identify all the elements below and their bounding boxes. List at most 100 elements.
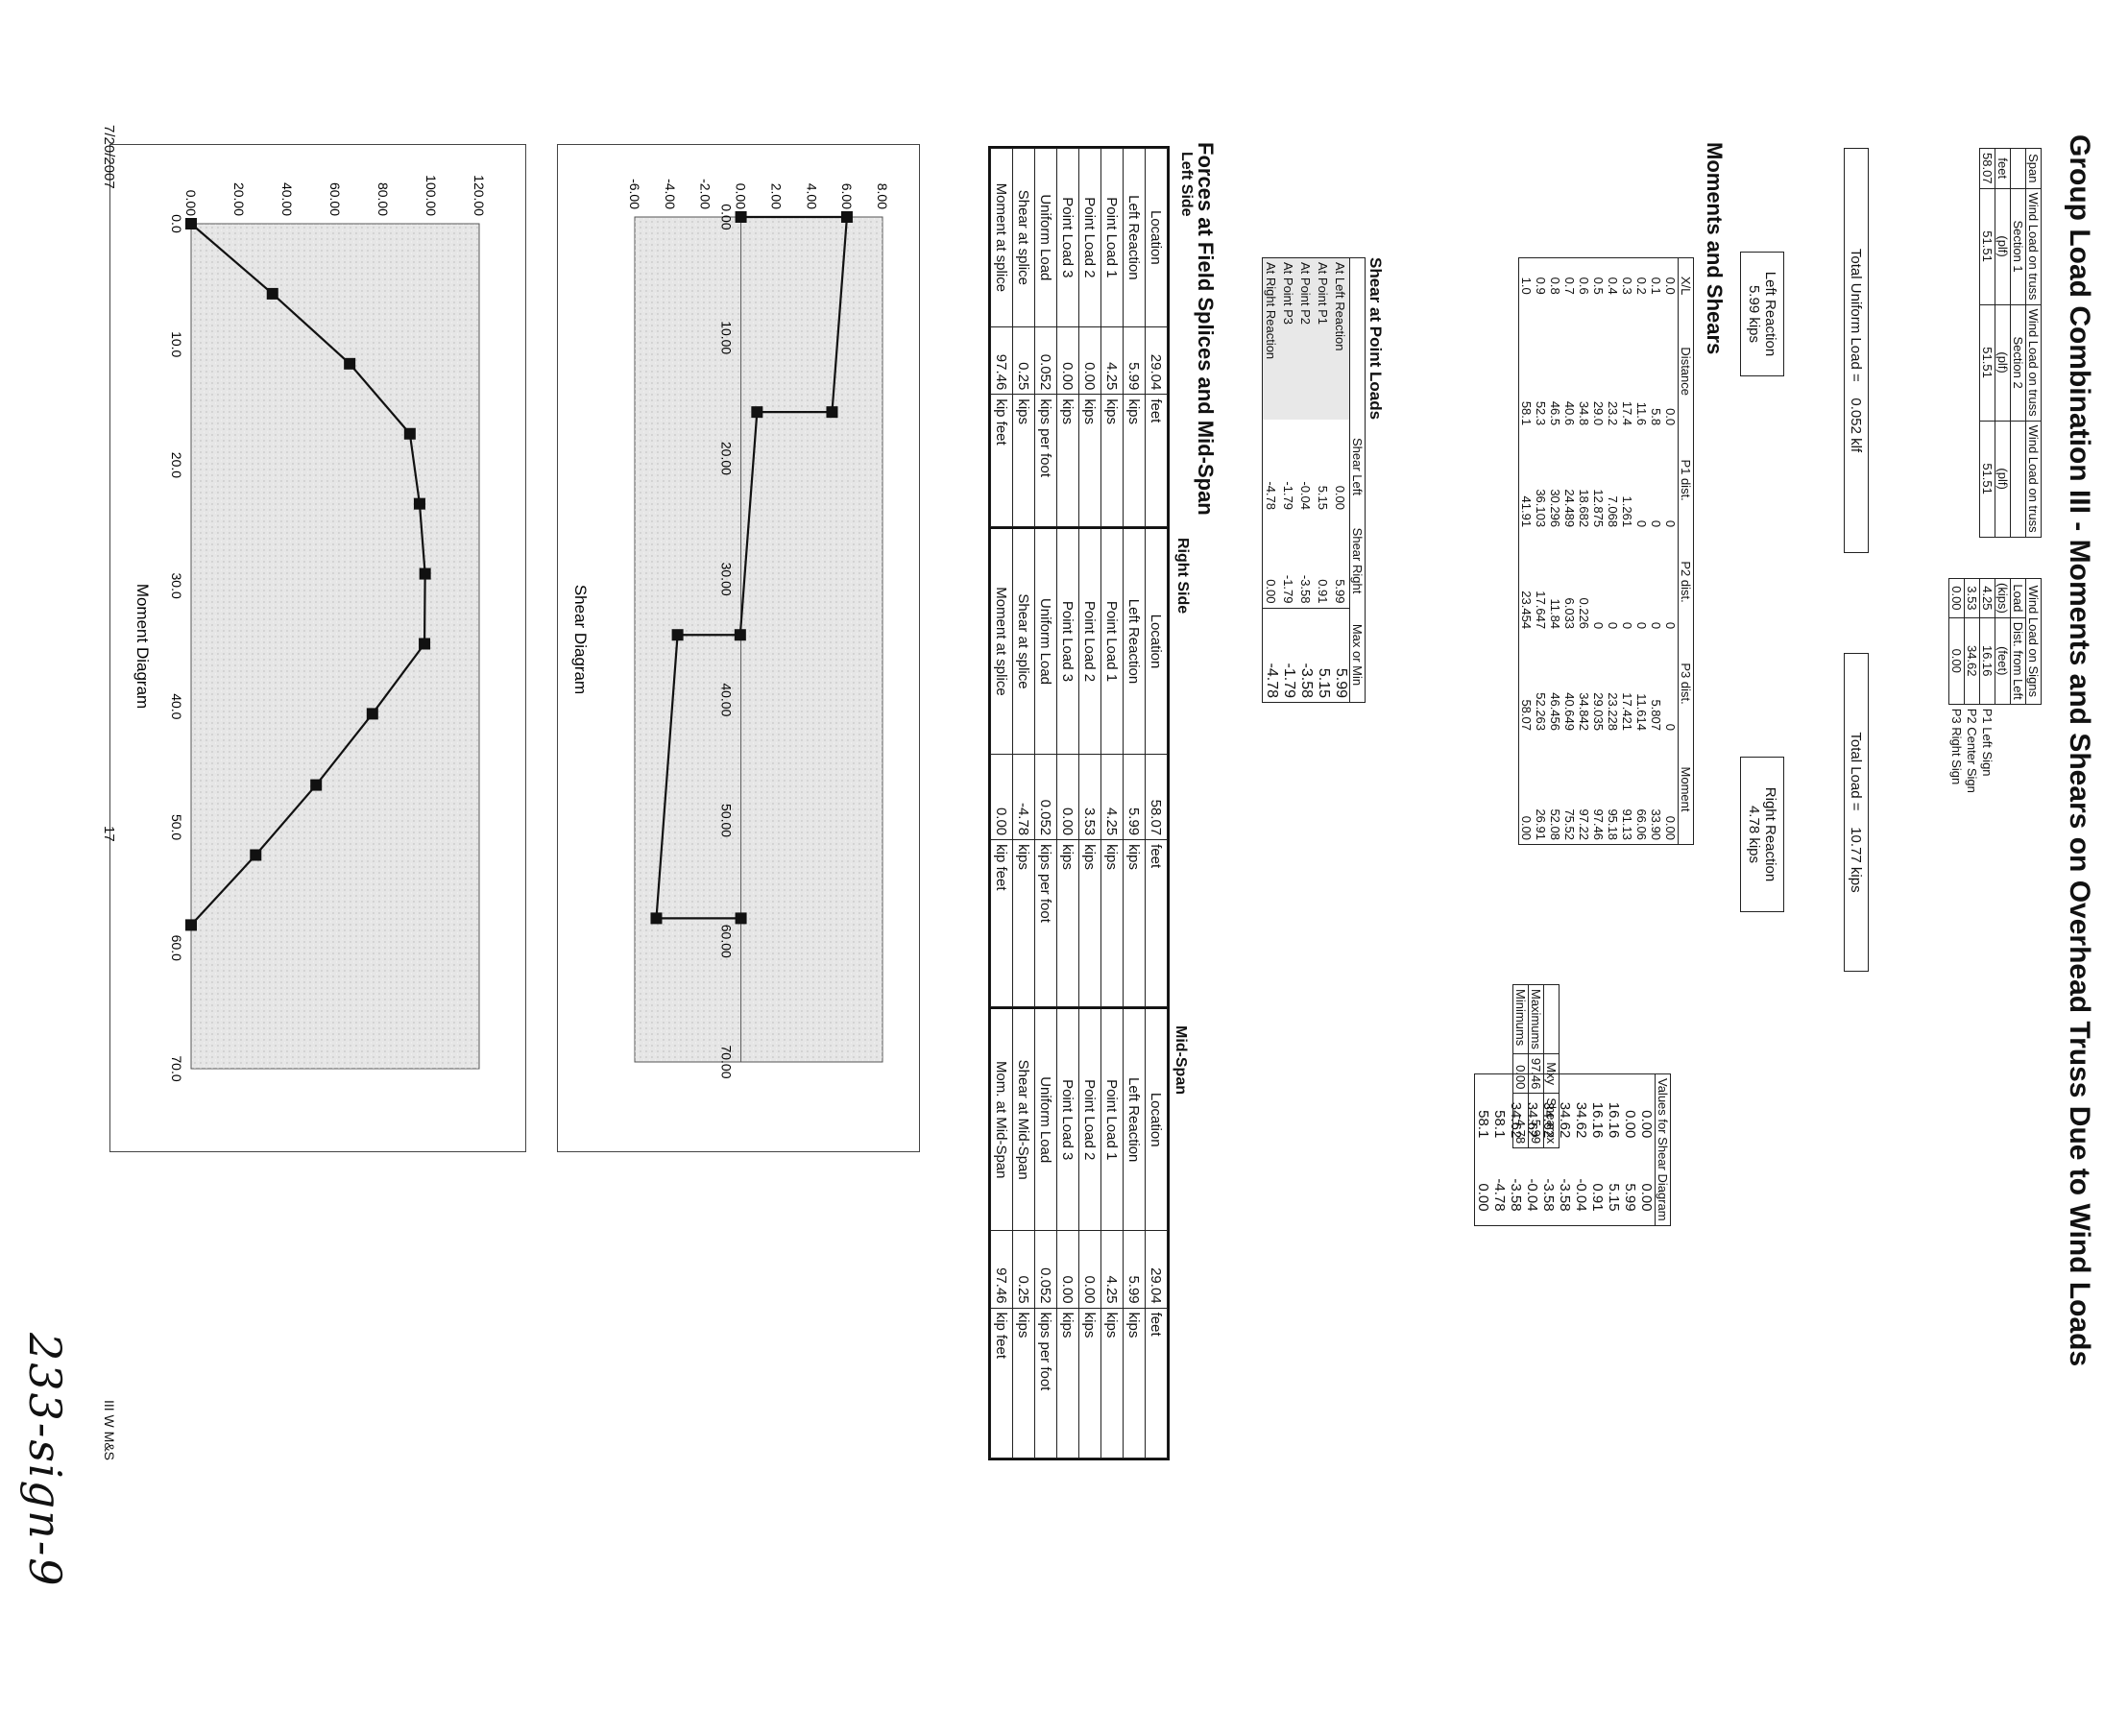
forces-unit: kips <box>1056 839 1079 1007</box>
shear-point-cell: -3.58 <box>1298 574 1314 604</box>
moments-cell: 0.0 <box>1663 408 1678 426</box>
right-reaction-box: Right Reaction 4.78 kips <box>1740 757 1784 912</box>
moments-cell: 0 <box>1591 621 1606 630</box>
moments-cell: 75.52 <box>1562 808 1577 840</box>
forces-value: 5.99 <box>1123 326 1146 395</box>
shear-y-tick: 4.00 <box>804 183 819 209</box>
forces-label: Location <box>1145 1008 1168 1231</box>
moments-cell: 1.261 <box>1620 495 1634 528</box>
shear-x-tick: 40.00 <box>719 683 735 716</box>
moments-header: Distance <box>1678 313 1694 430</box>
shear-point-cell: -3.58 <box>1297 608 1315 703</box>
forces-value: 97.46 <box>990 326 1013 395</box>
span-sub-0 <box>2010 148 2026 189</box>
shear-y-tick: 6.00 <box>839 183 855 209</box>
moments-cell: 33.90 <box>1649 808 1663 840</box>
forces-unit: kips <box>1100 1308 1124 1459</box>
forces-value: 29.04 <box>1145 326 1168 395</box>
shear-x-tick: 30.00 <box>719 563 735 596</box>
forces-value: 0.052 <box>1034 1230 1057 1309</box>
shear-point-cell: -1.79 <box>1281 574 1296 604</box>
moments-cell: 5.807 <box>1649 699 1663 731</box>
moment-x-tick: 50.0 <box>169 814 184 840</box>
shear-x-tick: 20.00 <box>719 442 735 475</box>
page-title: Group Load Combination III - Moments and… <box>2064 134 2095 1367</box>
moments-cell: 0.226 <box>1577 597 1591 630</box>
forces-label: Point Load 1 <box>1100 528 1124 755</box>
shear-point-cell: -0.04 <box>1298 481 1314 510</box>
moment-point <box>310 779 323 791</box>
moment-x-tick: 10.0 <box>169 331 184 357</box>
shear-y-tick: -6.00 <box>627 179 642 209</box>
forces-unit: feet <box>1145 394 1168 527</box>
forces-value: 58.07 <box>1145 754 1168 840</box>
moments-cell: 0.5 <box>1591 277 1606 295</box>
forces-value: 0.00 <box>1056 1230 1079 1309</box>
moment-x-tick: 60.0 <box>169 935 184 961</box>
forces-unit: kip feet <box>990 1308 1013 1459</box>
max-shear: 5.99 <box>1528 1093 1544 1148</box>
maxmin-h2: Shearxx <box>1543 1093 1560 1148</box>
moments-cell: 0 <box>1649 621 1663 630</box>
shear-point-row: At Point P2-0.04-3.58-3.58 <box>1297 257 1315 703</box>
moments-cell: 23.454 <box>1519 591 1534 630</box>
moment-y-tick: 60.00 <box>327 182 343 216</box>
footer-code: III W M&S <box>102 1400 117 1460</box>
moments-cell: 52.263 <box>1534 692 1548 731</box>
shear-point <box>734 629 746 641</box>
shear-point-cell: 0.00 <box>1333 485 1348 510</box>
forces-title: Forces at Field Splices and Mid-Span <box>1194 142 1218 516</box>
forces-unit: kips <box>1012 839 1035 1007</box>
moments-cell: 18.682 <box>1577 489 1591 528</box>
moment-chart-title: Moment Diagram <box>133 584 152 709</box>
sign-p2-label: P2 Center Sign <box>1965 708 1979 793</box>
signs-dist-header: Dist. from Left <box>2010 617 2026 705</box>
moments-cell: 0 <box>1663 723 1678 731</box>
right-side-label: Right Side <box>1174 538 1191 615</box>
shear-y-tick: 0.00 <box>734 183 749 209</box>
forces-label: Point Load 3 <box>1056 528 1079 755</box>
moments-cell: 6.033 <box>1562 597 1577 630</box>
moment-y-tick: 80.00 <box>375 182 391 216</box>
moments-cell: 0.6 <box>1577 277 1591 295</box>
moment-point <box>266 287 278 300</box>
shear-point <box>650 912 663 925</box>
moments-cell: 58.07 <box>1519 699 1534 731</box>
left-reaction-box: Left Reaction 5.99 kips <box>1740 252 1784 376</box>
forces-label: Uniform Load <box>1034 528 1057 755</box>
moments-cell: 46.5 <box>1548 400 1562 426</box>
moments-cell: 97.22 <box>1577 808 1591 840</box>
forces-label: Left Reaction <box>1123 528 1146 755</box>
shear-point-cell: -1.79 <box>1280 608 1297 703</box>
moments-cell: 11.6 <box>1634 401 1649 426</box>
span-unit-1: (plf) <box>1995 188 2011 305</box>
total-load-box: Total Load = 10.77 kips <box>1844 653 1869 972</box>
moments-cell: 0 <box>1634 519 1649 528</box>
footer-date: 7/20/2007 <box>101 125 117 189</box>
span-unit-2: (plf) <box>1995 304 2011 422</box>
shear-point <box>671 629 684 641</box>
shear-point-cell: 0.00 <box>1264 579 1279 604</box>
span-value: 58.07 <box>1979 148 1995 189</box>
shear-point-cell: At Right Reaction <box>1262 257 1280 420</box>
moments-header: X/L <box>1678 257 1694 314</box>
forces-value: 0.00 <box>1056 326 1079 395</box>
